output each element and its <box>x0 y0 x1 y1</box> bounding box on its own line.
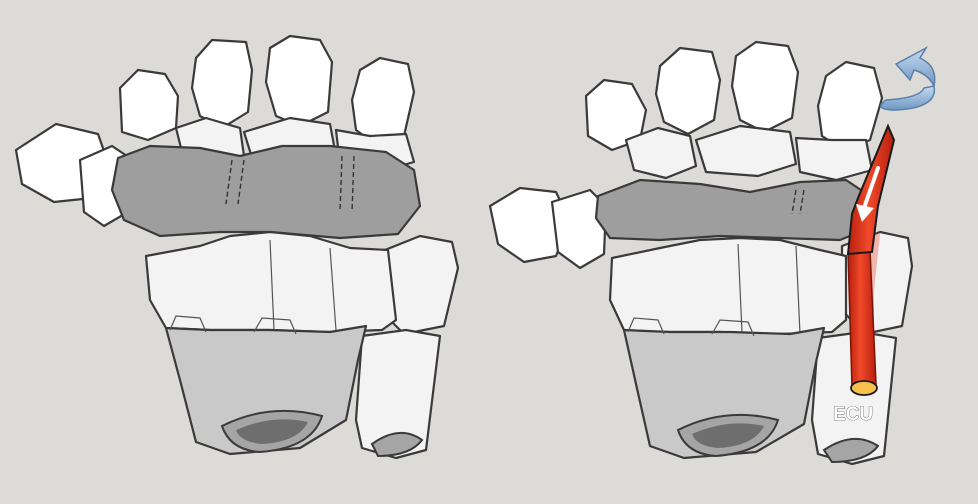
radius-right <box>610 238 846 458</box>
proximal-carpal-row-left <box>112 146 420 238</box>
thumb-bones-left <box>16 124 130 226</box>
ecu-label: ECU <box>833 404 873 425</box>
left-wrist <box>16 36 458 458</box>
curved-arrow-icon <box>881 48 935 110</box>
right-wrist: ECU <box>490 42 935 464</box>
proximal-carpal-row-right <box>596 180 876 240</box>
tendon-end <box>851 381 877 395</box>
thumb-bones-right <box>490 188 606 268</box>
